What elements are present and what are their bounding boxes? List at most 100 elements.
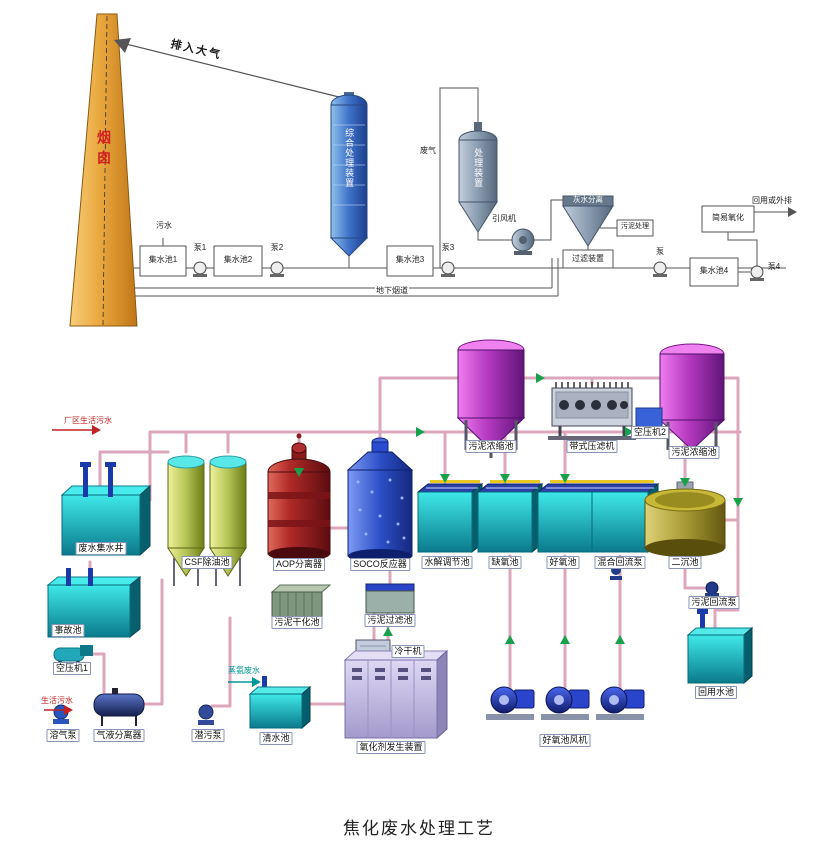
chimney-label: 烟囱 xyxy=(96,130,113,170)
aerobic-fan-label: 好氧池风机 xyxy=(539,734,591,747)
secondary-clarifier xyxy=(644,481,726,557)
filter-unit-box xyxy=(562,249,614,269)
pump-1 xyxy=(193,261,207,277)
pump-small xyxy=(653,261,667,277)
gas-treatment-tower xyxy=(458,122,498,233)
fan-label: 引风机 xyxy=(492,214,516,223)
pool4-label: 集水池4 xyxy=(699,266,729,275)
gas-pump-label: 溶气泵 xyxy=(46,729,80,742)
filter-unit-label: 过滤装置 xyxy=(572,254,604,263)
blower-3 xyxy=(596,686,645,720)
pump3-label: 泵3 xyxy=(441,243,455,252)
sludge-thickener-2 xyxy=(658,343,726,458)
compressor2-label: 空压机2 xyxy=(630,426,670,439)
reuse-pool-label: 回用水池 xyxy=(694,686,738,699)
collection-pool-4 xyxy=(689,257,739,287)
belt-press-label: 带式压滤机 xyxy=(566,440,618,453)
inlet-arrows xyxy=(44,425,261,715)
pump-2 xyxy=(270,261,284,277)
pump-3 xyxy=(441,261,455,277)
diagram-shapes xyxy=(44,13,797,740)
cold-dryer-label: 冷干机 xyxy=(391,645,425,658)
blower-2 xyxy=(541,686,590,720)
tower1-label: 综合处理装置 xyxy=(344,128,355,188)
thickener1-label: 污泥浓缩池 xyxy=(465,440,517,453)
pump-small-label: 泵 xyxy=(656,247,664,256)
thickener2-label: 污泥浓缩池 xyxy=(668,446,720,459)
domestic-sewage-note: 生活污水 xyxy=(41,696,73,705)
sludge-return-pump xyxy=(705,581,719,598)
comprehensive-treatment-tower xyxy=(329,92,369,257)
hydrolysis-basin xyxy=(416,480,484,554)
pump4-label: 泵4 xyxy=(767,262,781,271)
sludge-drying-pool xyxy=(270,584,332,619)
collection-pool-1 xyxy=(139,245,187,277)
anoxic-basin xyxy=(476,480,544,554)
gas-liquid-sep-label: 气液分离器 xyxy=(93,729,145,742)
sewage-label: 污水 xyxy=(156,221,172,230)
domestic-sewage-arrow xyxy=(64,705,73,715)
ammonia-note: 蒸氨废水 xyxy=(228,666,260,675)
secondary-label: 二沉池 xyxy=(668,556,702,569)
blower-1 xyxy=(486,686,535,720)
oxidant-gen-label: 氧化剂发生装置 xyxy=(356,741,426,754)
oxidation-label: 简易氧化 xyxy=(712,213,744,222)
waste-gas-label: 废气 xyxy=(419,146,437,156)
ash-water-separator xyxy=(562,195,614,247)
ammonia-water-arrow xyxy=(252,677,261,687)
pump-4 xyxy=(750,265,764,281)
mix-pump-label: 混合回流泵 xyxy=(594,556,646,569)
gas-liquid-separator xyxy=(93,688,145,726)
pump1-label: 泵1 xyxy=(193,243,207,252)
plant-sewage-note: 厂区生活污水 xyxy=(64,416,112,425)
sludge-thickener-1 xyxy=(456,339,526,458)
simple-oxidation-box xyxy=(701,205,755,233)
hydrolysis-label: 水解调节池 xyxy=(421,556,473,569)
induced-draft-fan xyxy=(511,228,535,255)
soco-reactor-vessel xyxy=(346,437,414,563)
aop-label: AOP分离器 xyxy=(272,558,326,571)
plant-sewage-arrow xyxy=(92,425,101,435)
image-caption: 焦化废水处理工艺 xyxy=(343,819,495,838)
to-atmosphere-duct xyxy=(114,38,348,100)
pool2-label: 集水池2 xyxy=(223,255,253,264)
pool1-label: 集水池1 xyxy=(148,255,178,264)
csf-oil-removal-tanks xyxy=(167,455,247,586)
sludge-filter-pool xyxy=(365,583,415,614)
csf-label: CSF除油池 xyxy=(181,556,233,569)
accident-pool-label: 事故池 xyxy=(51,624,85,637)
underground-flue-label: 地下烟道 xyxy=(375,286,409,296)
aop-separator-vessel xyxy=(267,433,331,561)
collect-well-label: 废水集水井 xyxy=(75,542,127,555)
process-flow-image: 排入大气 烟囱 污水 集水池1 泵1 集水池2 泵2 综合处理装置 集水池3 泵… xyxy=(41,13,797,754)
soco-label: SOCO反应器 xyxy=(350,558,410,571)
oxidant-generator-cabinet xyxy=(343,649,449,740)
chimney xyxy=(69,13,138,327)
pool3-label: 集水池3 xyxy=(395,255,425,264)
clean-water-tank xyxy=(248,676,312,730)
separator-label: 灰水分离 xyxy=(573,195,603,204)
sludge-return-pump-label: 污泥回流泵 xyxy=(688,596,740,609)
flow-arrows xyxy=(294,373,743,644)
sludge-dry-label: 污泥干化池 xyxy=(271,616,323,629)
aerobic-label: 好氧池 xyxy=(546,556,580,569)
belt-filter-press xyxy=(548,382,636,440)
outflow-arrow xyxy=(788,207,797,217)
collection-pool-2 xyxy=(213,245,263,277)
compressor1-label: 空压机1 xyxy=(52,662,92,675)
reuse-water-tank xyxy=(686,609,754,685)
submersible-pump-label: 潜污泵 xyxy=(191,729,225,742)
collection-pool-3 xyxy=(386,245,434,277)
submersible-pump xyxy=(198,704,214,725)
reuse-label: 回用或外排 xyxy=(752,196,792,205)
sludge-treatment-box xyxy=(616,219,654,237)
atmosphere-arrow xyxy=(114,38,131,53)
clean-pool-label: 清水池 xyxy=(259,732,293,745)
tower2-label: 处理装置 xyxy=(473,148,484,188)
flue-gas-treatment-diagram xyxy=(69,13,797,327)
pump2-label: 泵2 xyxy=(270,243,284,252)
sludge-filter-label: 污泥过滤池 xyxy=(364,614,416,627)
sludge-treat-label: 污泥处理 xyxy=(621,223,649,230)
aerobic-blowers xyxy=(486,686,645,720)
wastewater-treatment-diagram xyxy=(44,339,754,740)
